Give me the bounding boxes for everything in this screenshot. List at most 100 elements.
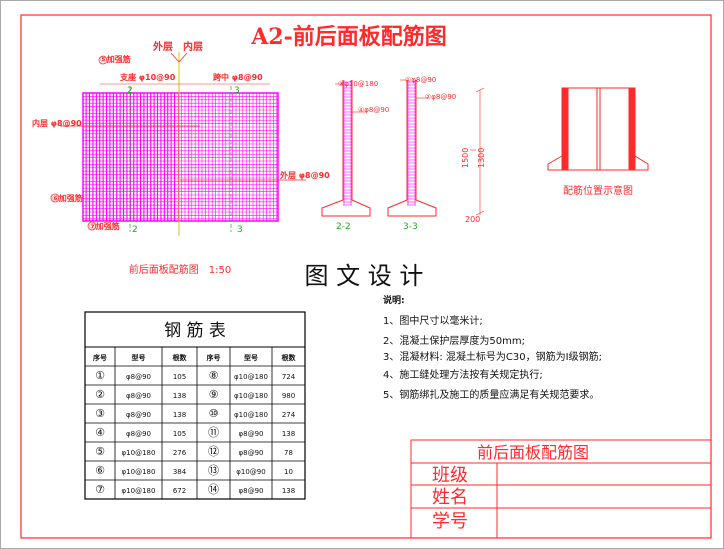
section-3-3	[387, 79, 437, 217]
rebar-mesh	[82, 92, 278, 221]
outer-arrow	[170, 52, 180, 63]
rebar-table-cell: φ8@90	[239, 487, 264, 495]
rebar-table-cell: ①	[95, 369, 105, 382]
sec22-label: 2-2	[336, 222, 351, 232]
rebar-table-cell: φ10@180	[234, 392, 268, 400]
section-2-bottom: 2	[132, 225, 138, 235]
rebar-table-cell: 384	[173, 468, 187, 476]
title-block-name: 前后面板配筋图	[477, 443, 589, 462]
rebar-table-cell: 78	[284, 449, 293, 457]
marker-5-label: ⑤加强筋	[100, 54, 131, 64]
rebar-table-cell: ⑫	[208, 445, 219, 458]
rebar-table-cell: 138	[173, 411, 186, 419]
section-3-top: 3	[234, 86, 240, 96]
note-3: 3、混凝材料: 混凝土标号为C30，钢筋为Ⅰ级钢筋;	[383, 350, 602, 363]
rebar-table-cell: ⑥	[95, 464, 105, 477]
rebar-table-cell: 138	[282, 430, 295, 438]
rebar-table-header: 根数	[282, 353, 297, 362]
rebar-table-cell: ⑧	[209, 369, 219, 382]
panel-plan	[50, 52, 306, 236]
rebar-table-cell: ⑩	[209, 407, 219, 420]
position-sketch	[547, 87, 649, 171]
dimension-lines	[470, 87, 485, 216]
rebar-table-cell: φ10@180	[122, 468, 156, 476]
section-3-bottom: 3	[237, 225, 243, 235]
rebar-table-cell: 274	[282, 411, 296, 419]
position-sketch-caption: 配筋位置示意图	[563, 184, 633, 197]
plan-caption: 前后面板配筋图 1:50	[129, 263, 231, 276]
label-midspan: 跨中 φ8@90	[213, 72, 263, 82]
rebar-table-header: 序号	[206, 353, 221, 362]
design-heading: 图 文 设 计	[305, 262, 424, 290]
rebar-table-cell: φ8@90	[239, 430, 264, 438]
sec22-mid-tag: ④φ8@90	[358, 106, 389, 114]
rebar-table-cell: ③	[95, 407, 105, 420]
rebar-table-cell: φ8@90	[126, 430, 151, 438]
rebar-table-cell: 672	[173, 487, 186, 495]
sec33-mid-tag: ②φ8@90	[425, 93, 456, 101]
rebar-table-cell: ⑦	[95, 483, 105, 496]
section-2-2	[321, 80, 371, 217]
rebar-table-cell: 724	[282, 373, 296, 381]
rebar-table-cell: 276	[173, 449, 187, 457]
rebar-table-cell: ⑪	[208, 426, 219, 439]
sec33-top-tag: ①φ8@90	[405, 76, 436, 84]
rebar-table-cell: φ10@180	[234, 373, 268, 381]
drawing-title: A2-前后面板配筋图	[250, 24, 447, 50]
rebar-table-cell: φ10@90	[236, 468, 265, 476]
rebar-table-cell: 138	[282, 487, 295, 495]
dim-1300: 1300	[477, 148, 486, 168]
note-2: 2、混凝土保护层厚度为50mm;	[383, 334, 525, 347]
rebar-table-cell: ⑭	[208, 483, 219, 496]
rebar-table-cell: φ10@180	[234, 411, 268, 419]
note-5: 5、钢筋绑扎及施工的质量应满足有关规范要求。	[383, 388, 599, 401]
label-inner-layer: 内层	[183, 40, 203, 53]
rebar-table-header: 型号	[244, 353, 258, 362]
rebar-table-cell: φ8@90	[239, 449, 264, 457]
title-block-name-label: 姓名	[432, 487, 468, 508]
label-outer-right: 外层 φ8@90	[280, 170, 330, 180]
note-1: 1、图中尺寸以毫米计;	[383, 314, 483, 327]
rebar-table-cell: 10	[284, 468, 293, 476]
rebar-table-cell: ④	[95, 426, 105, 439]
notes-heading: 说明:	[383, 294, 405, 306]
rebar-table-header: 序号	[92, 353, 107, 362]
note-4: 4、施工缝处理方法按有关规定执行;	[383, 368, 543, 381]
rebar-table-cell: φ10@180	[122, 487, 156, 495]
rebar-table-header: 根数	[173, 353, 188, 362]
title-block-id-label: 学号	[432, 511, 468, 532]
marker-6-label: ⑥加强筋	[52, 193, 83, 203]
title-block-class-label: 班级	[432, 465, 468, 486]
rebar-table-cell: 138	[173, 392, 186, 400]
rebar-table-cell: 980	[282, 392, 295, 400]
rebar-table-cell: φ8@90	[126, 373, 151, 381]
rebar-table-cell: ⑤	[95, 445, 105, 458]
marker-circle-5	[98, 55, 108, 65]
dim-1500: 1500	[461, 148, 470, 168]
marker-circle-6	[50, 193, 60, 203]
rebar-table-cell: 105	[173, 373, 186, 381]
marker-7-label: ⑦加强筋	[89, 221, 120, 231]
rebar-table-header: 型号	[132, 353, 146, 362]
rebar-table: 钢 筋 表序号 型号 根数 序号 型号 根数 ① φ8@90 105 ⑧ φ10@180 724 ② φ8…	[84, 311, 306, 500]
section-2-top: 2	[127, 86, 133, 96]
sec22-top-tag: ③φ10@180	[338, 80, 378, 88]
rebar-table-cell: ⑬	[208, 464, 219, 477]
rebar-table-cell: ⑨	[209, 388, 219, 401]
rebar-table-cell: φ8@90	[126, 411, 151, 419]
rebar-table-title: 钢 筋 表	[164, 321, 226, 341]
sec33-label: 3-3	[403, 222, 418, 232]
inner-arrow	[178, 52, 188, 63]
dim-200: 200	[465, 215, 480, 224]
label-inner-left: 内层 φ8@90	[32, 118, 82, 128]
label-support: 支座 φ10@90	[119, 72, 176, 82]
label-outer-layer: 外层	[152, 40, 173, 53]
rebar-table-cell: φ10@180	[122, 449, 156, 457]
drawing-frame	[20, 14, 712, 539]
title-block	[410, 439, 712, 539]
rebar-table-cell: ②	[95, 388, 105, 401]
marker-circle-7	[87, 221, 97, 231]
rebar-table-cell: φ8@90	[126, 392, 151, 400]
rebar-table-cell: 105	[173, 430, 186, 438]
